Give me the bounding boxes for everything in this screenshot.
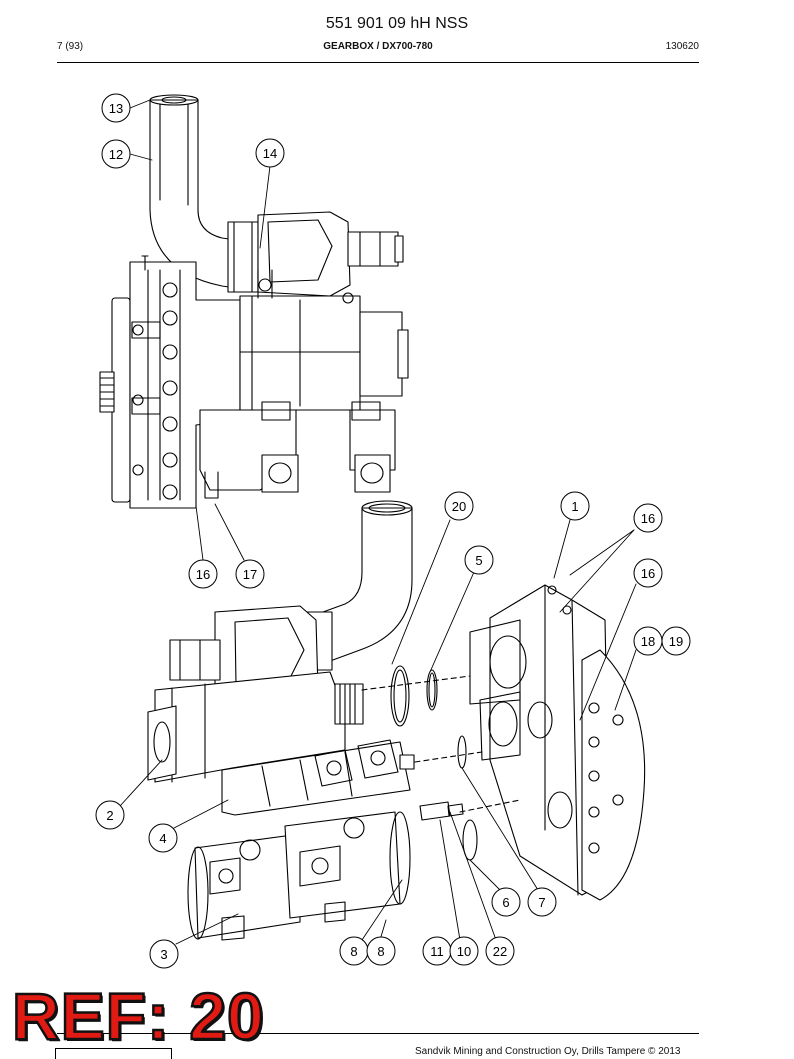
svg-text:14: 14 xyxy=(263,146,277,161)
callout-1: 1 xyxy=(560,491,590,521)
svg-text:16: 16 xyxy=(641,566,655,581)
callout-8-right: 8 xyxy=(366,936,396,966)
svg-text:16: 16 xyxy=(641,511,655,526)
svg-text:12: 12 xyxy=(109,147,123,162)
header-rule xyxy=(57,62,699,63)
callout-18: 18 xyxy=(633,626,663,656)
callout-6: 6 xyxy=(491,887,521,917)
svg-text:20: 20 xyxy=(452,499,466,514)
page-number: 7 (93) xyxy=(57,41,84,52)
svg-text:17: 17 xyxy=(243,567,257,582)
callout-8-left: 8 xyxy=(339,936,369,966)
svg-text:13: 13 xyxy=(109,101,123,116)
callout-17: 17 xyxy=(235,559,265,589)
svg-text:5: 5 xyxy=(475,553,482,568)
svg-text:8: 8 xyxy=(350,944,357,959)
svg-text:3: 3 xyxy=(160,947,167,962)
assembled-gearbox-view xyxy=(99,94,409,509)
callout-14: 14 xyxy=(255,138,285,168)
svg-text:19: 19 xyxy=(669,634,683,649)
callout-5: 5 xyxy=(464,545,494,575)
callout-12: 12 xyxy=(101,139,131,169)
callout-19: 19 xyxy=(661,626,691,656)
reference-stamp: REF: 20 xyxy=(11,979,265,1053)
svg-text:8: 8 xyxy=(377,944,384,959)
callout-13: 13 xyxy=(101,93,131,123)
callout-10: 10 xyxy=(449,936,479,966)
svg-text:7: 7 xyxy=(538,895,545,910)
callout-16-upper: 16 xyxy=(188,559,218,589)
svg-text:6: 6 xyxy=(502,895,509,910)
callout-2: 2 xyxy=(95,800,125,830)
callout-4: 4 xyxy=(148,823,178,853)
callout-22: 22 xyxy=(485,936,515,966)
footer-copyright: Sandvik Mining and Construction Oy, Dril… xyxy=(415,1046,681,1057)
date-code: 130620 xyxy=(665,41,699,52)
callout-20: 20 xyxy=(444,491,474,521)
svg-text:1: 1 xyxy=(571,499,578,514)
svg-text:22: 22 xyxy=(493,944,507,959)
exploded-components-view xyxy=(147,500,646,941)
svg-text:18: 18 xyxy=(641,634,655,649)
section-title: GEARBOX / DX700-780 xyxy=(323,41,433,52)
document-number: 551 901 09 hH NSS xyxy=(325,15,469,32)
callout-bubbles: 13 12 14 16 17 20 1 16 xyxy=(95,93,691,969)
svg-text:16: 16 xyxy=(196,567,210,582)
callout-leaders xyxy=(119,99,637,945)
callout-16-right-mid: 16 xyxy=(633,558,663,588)
svg-text:2: 2 xyxy=(106,808,113,823)
callout-16-right-top: 16 xyxy=(633,503,663,533)
footer-rule xyxy=(57,1033,699,1034)
svg-text:11: 11 xyxy=(430,944,444,959)
callout-11: 11 xyxy=(422,936,452,966)
svg-text:4: 4 xyxy=(159,831,166,846)
svg-text:10: 10 xyxy=(457,944,471,959)
callout-3: 3 xyxy=(149,939,179,969)
callout-7: 7 xyxy=(527,887,557,917)
